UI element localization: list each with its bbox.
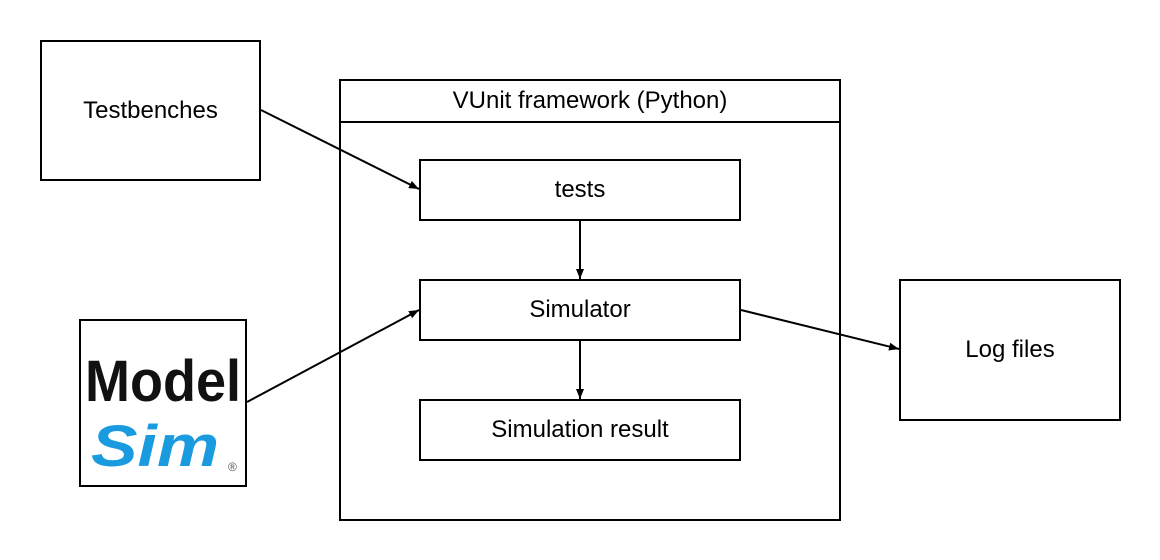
testbenches-node: Testbenches: [40, 40, 261, 181]
log-files-node: Log files: [899, 279, 1121, 421]
modelsim-logo: Model Sim ®: [79, 319, 247, 487]
registered-mark: ®: [228, 460, 237, 474]
vunit-framework-title: VUnit framework (Python): [452, 87, 728, 114]
simulation-result-node: Simulation result: [419, 399, 741, 461]
modelsim-logo-sim-text: Sim: [91, 414, 219, 479]
modelsim-logo-graphic: Model Sim ®: [85, 349, 241, 479]
simulator-label: Simulator: [529, 296, 631, 323]
simulator-node: Simulator: [419, 279, 741, 341]
simulation-result-label: Simulation result: [491, 416, 669, 443]
tests-label: tests: [554, 176, 606, 203]
tests-node: tests: [419, 159, 741, 221]
testbenches-label: Testbenches: [83, 96, 218, 124]
log-files-label: Log files: [965, 336, 1055, 363]
modelsim-logo-model-text: Model: [85, 349, 241, 414]
vunit-framework-header: VUnit framework (Python): [341, 81, 839, 123]
